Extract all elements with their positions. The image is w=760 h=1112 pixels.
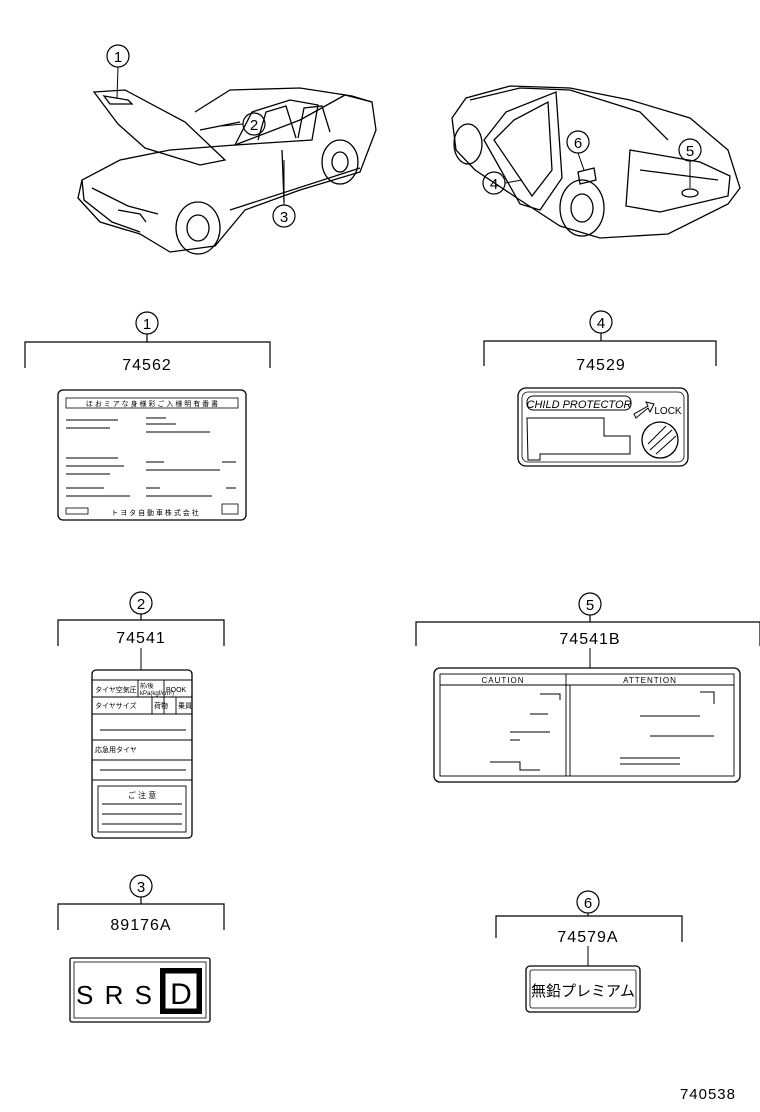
label-74541B-caution: CAUTION [482, 676, 525, 685]
car-callout-3-label: 3 [280, 209, 288, 226]
label-74541-r2c3: 乗員 [178, 701, 192, 710]
callout-number-4: 4 [597, 315, 605, 332]
callout-number-1: 1 [143, 316, 151, 333]
label-74541-r2c2: 荷物 [154, 701, 168, 710]
label-74562-footer: ト ヨ タ 自 動 車 株 式 会 社 [111, 508, 199, 517]
label-74579A-text: 無鉛プレミアム [531, 983, 635, 1000]
car-callout-5-label: 5 [686, 143, 694, 160]
car-callout-2: 2 [221, 112, 266, 136]
callout-number-3: 3 [137, 879, 145, 896]
part-number-74541B: 74541B [559, 631, 620, 648]
label-74541-r1c4: BOOK [166, 687, 187, 694]
car-callout-5: 5 [678, 138, 702, 188]
label-74562-header: ほ お ミ ア な 身 様 彩 ご 入 様 明 有 番 書 [86, 399, 218, 408]
section-5: 5 74541B CAUTION ATTENTION [415, 592, 760, 783]
label-89176A: S R S D [69, 957, 211, 1023]
car-callout-1: 1 [106, 44, 130, 99]
label-74541-notice: ご 注 意 [128, 790, 156, 800]
label-74541-r2c1: タイヤサイズ [95, 701, 137, 710]
rear-car-illustration [451, 85, 741, 239]
part-number-74541: 74541 [116, 630, 166, 647]
car-callout-4-label: 4 [490, 176, 498, 193]
section-4: 4 74529 CHILD PROTECTOR LOCK [483, 310, 717, 467]
car-callout-2-label: 2 [250, 117, 258, 134]
label-89176A-text: S R S [76, 980, 154, 1010]
section-2: 2 74541 タイヤ空気圧 前/後 kPa(kgf/cm²) BOOK タイヤ… [57, 591, 225, 839]
section-3: 3 89176A S R S D [57, 874, 225, 1023]
part-number-74579A: 74579A [557, 929, 618, 946]
car-callout-6-label: 6 [574, 135, 582, 152]
car-callout-6: 6 [566, 130, 590, 171]
label-74529-lock: LOCK [654, 406, 682, 417]
callout-number-5: 5 [586, 597, 594, 614]
label-74529: CHILD PROTECTOR LOCK [517, 387, 689, 467]
label-74541B: CAUTION ATTENTION [433, 667, 741, 783]
label-89176A-box: D [170, 978, 192, 1011]
label-74541-r1c1: タイヤ空気圧 [95, 685, 137, 694]
front-car-illustration [77, 87, 377, 255]
part-number-74529: 74529 [576, 357, 626, 374]
label-74562: ほ お ミ ア な 身 様 彩 ご 入 様 明 有 番 書 ト ヨ タ 自 動 … [57, 389, 247, 521]
label-74541: タイヤ空気圧 前/後 kPa(kgf/cm²) BOOK タイヤサイズ 荷物 乗… [91, 669, 193, 839]
part-number-89176A: 89176A [110, 917, 171, 934]
section-6: 6 74579A 無鉛プレミアム [495, 890, 683, 1013]
label-74541-r3: 応急用タイヤ [95, 745, 137, 754]
label-74529-title: CHILD PROTECTOR [527, 399, 632, 411]
car-callout-3: 3 [272, 160, 296, 228]
callout-number-6: 6 [584, 895, 592, 912]
drawing-number: 740538 [680, 1086, 736, 1103]
label-74541-r1c2: 前/後 [140, 682, 154, 690]
part-number-74562: 74562 [122, 357, 172, 374]
label-74579A: 無鉛プレミアム [525, 965, 641, 1013]
label-74541-r1c3: kPa(kgf/cm²) [140, 691, 174, 697]
callout-number-2: 2 [137, 596, 145, 613]
car-callout-1-label: 1 [114, 49, 122, 66]
label-74541B-attention: ATTENTION [623, 676, 677, 685]
section-1: 1 74562 ほ お ミ ア な 身 様 彩 ご 入 様 明 有 番 書 ト … [24, 311, 271, 521]
car-callout-4: 4 [482, 171, 523, 195]
